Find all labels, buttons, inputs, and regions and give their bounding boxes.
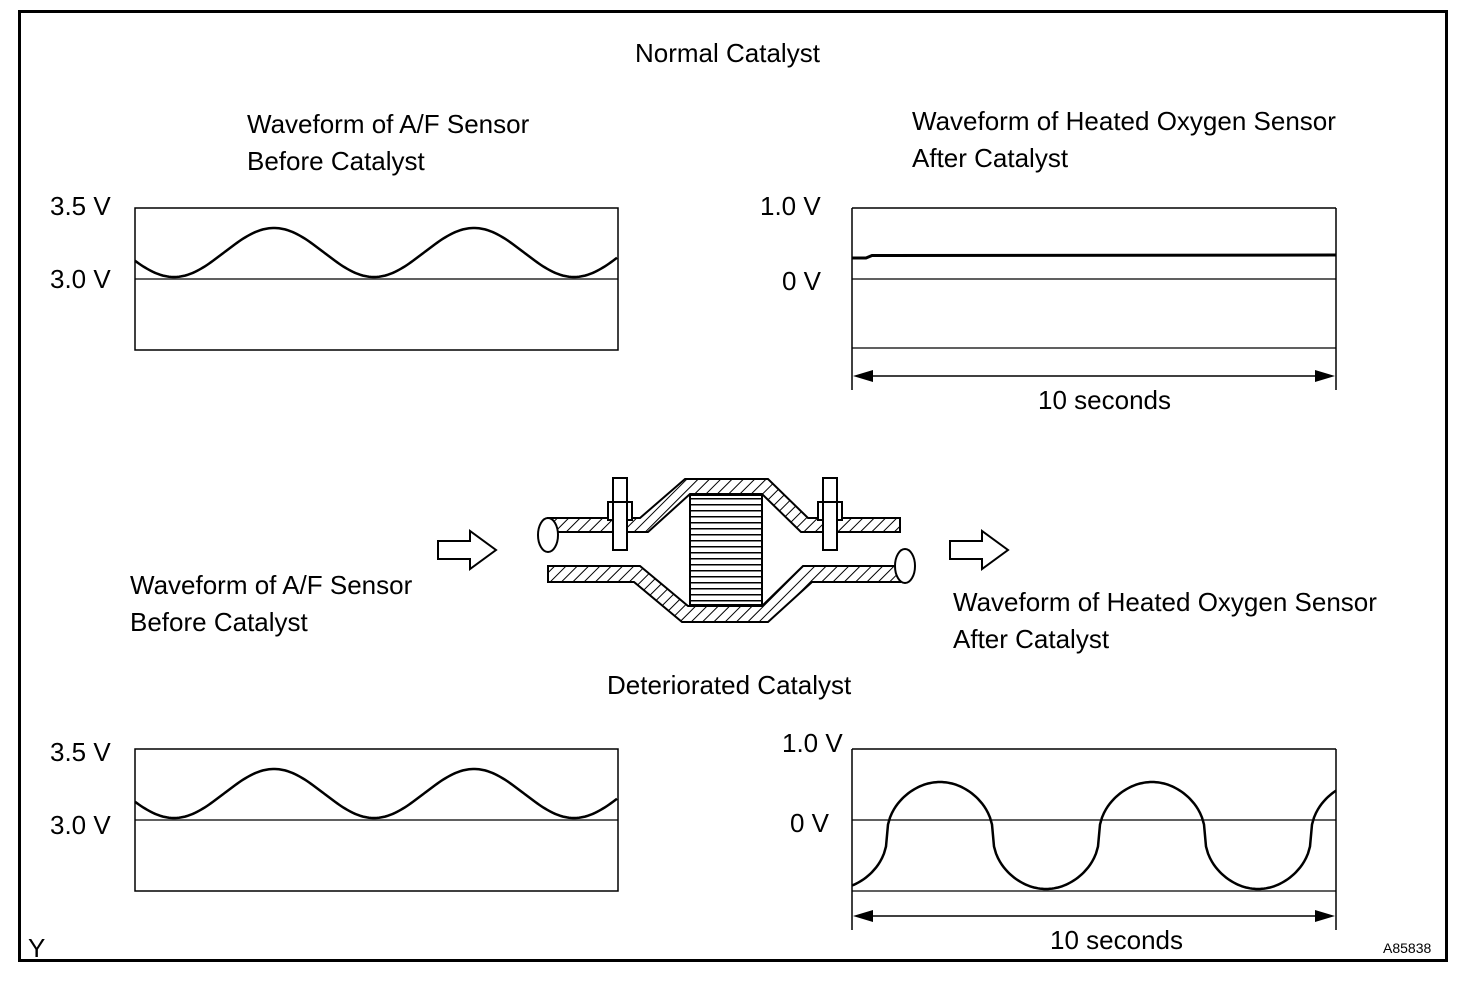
normal-o2-waveform <box>852 253 1337 260</box>
det-af-chart <box>134 748 619 892</box>
deteriorated-catalyst-heading: Deteriorated Catalyst <box>607 670 852 700</box>
det-o2-waveform <box>851 780 1337 891</box>
det-duration-label: 10 seconds <box>1050 925 1183 955</box>
det-o2-chart <box>851 748 1337 930</box>
det-af-y-ref-label: 3.0 V <box>50 810 111 840</box>
catalytic-converter-icon <box>537 477 916 623</box>
figure-code: A85838 <box>1383 940 1432 956</box>
normal-o2-title-line1: Waveform of Heated Oxygen Sensor <box>912 106 1336 136</box>
upstream-sensor-icon <box>607 477 633 551</box>
normal-af-y-ref-label: 3.0 V <box>50 264 111 294</box>
det-o2-y-top-label: 1.0 V <box>782 728 843 758</box>
normal-af-waveform <box>134 226 618 279</box>
det-o2-y-ref-label: 0 V <box>790 808 830 838</box>
det-duration-arrow <box>853 910 1335 922</box>
det-af-waveform <box>134 767 618 820</box>
normal-duration-label: 10 seconds <box>1038 385 1171 415</box>
normal-af-chart <box>134 207 619 351</box>
middle-af-label-line1: Waveform of A/F Sensor <box>130 570 413 600</box>
normal-o2-y-ref-label: 0 V <box>782 266 822 296</box>
normal-catalyst-heading: Normal Catalyst <box>635 38 820 68</box>
outlet-arrow-icon <box>949 529 1010 571</box>
normal-af-title-line1: Waveform of A/F Sensor <box>247 109 530 139</box>
middle-o2-label-line2: After Catalyst <box>953 624 1110 654</box>
normal-o2-title-line2: After Catalyst <box>912 143 1069 173</box>
normal-duration-arrow <box>853 370 1335 382</box>
downstream-sensor-icon <box>817 477 843 551</box>
corner-mark: Y <box>28 933 46 963</box>
middle-af-label-line2: Before Catalyst <box>130 607 308 637</box>
normal-af-title-line2: Before Catalyst <box>247 146 425 176</box>
middle-o2-label-line1: Waveform of Heated Oxygen Sensor <box>953 587 1377 617</box>
det-af-y-top-label: 3.5 V <box>50 737 111 767</box>
normal-af-y-top-label: 3.5 V <box>50 191 111 221</box>
normal-o2-y-top-label: 1.0 V <box>760 191 821 221</box>
normal-o2-chart <box>851 207 1337 390</box>
inlet-arrow-icon <box>437 529 498 571</box>
